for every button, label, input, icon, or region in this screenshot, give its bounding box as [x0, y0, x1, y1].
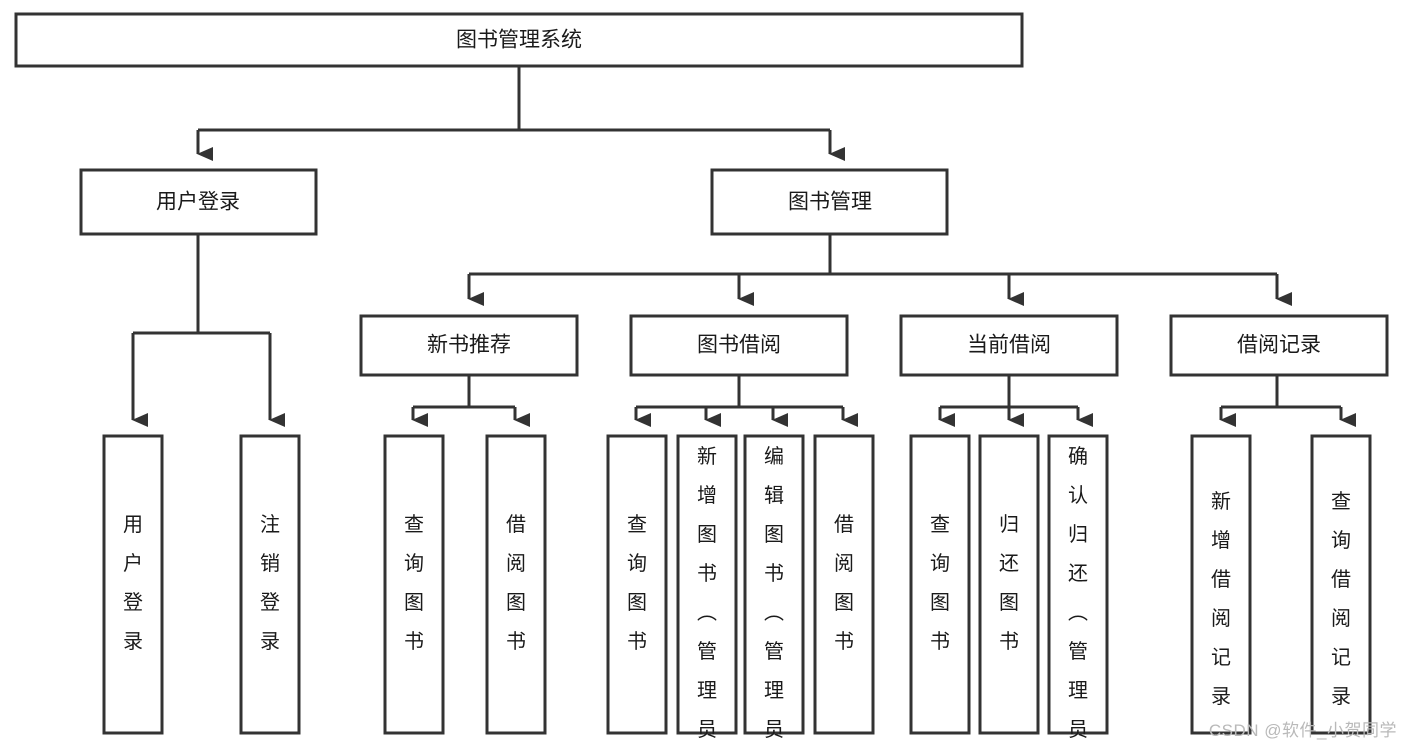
node-leaf-user-login-box[interactable] — [102, 434, 164, 735]
node-leaf-add-book-box[interactable] — [676, 434, 738, 735]
node-leaf-confirm-return-box[interactable] — [1047, 434, 1109, 735]
node-book-management-box[interactable] — [710, 168, 949, 236]
node-current-borrow-box[interactable] — [899, 314, 1119, 377]
node-leaf-edit-book[interactable]: 编辑图书︵管理员︶ — [743, 434, 805, 747]
node-leaf-add-book-label: 新增图书︵管理员︶ — [697, 445, 717, 747]
node-book-management[interactable]: 图书管理 — [710, 168, 949, 236]
node-leaf-return-book[interactable]: 归还图书 — [978, 434, 1040, 735]
node-leaf-edit-book-label: 编辑图书︵管理员︶ — [764, 445, 784, 747]
node-leaf-logout-login-box[interactable] — [239, 434, 301, 735]
node-new-book-recommend-label: 新书推荐 — [427, 334, 511, 357]
node-leaf-query-record-box[interactable] — [1310, 434, 1372, 735]
node-leaf-edit-book-box[interactable] — [743, 434, 805, 735]
node-leaf-add-record[interactable]: 新增借阅记录 — [1190, 434, 1252, 735]
node-leaf-logout-login[interactable]: 注销登录 — [239, 434, 301, 735]
node-user-login[interactable]: 用户登录 — [79, 168, 318, 236]
node-leaf-add-record-label: 新增借阅记录 — [1211, 490, 1231, 708]
node-leaf-confirm-return-label: 确认归还︵管理员︶ — [1068, 445, 1088, 747]
node-current-borrow[interactable]: 当前借阅 — [899, 314, 1119, 377]
node-leaf-query-book-2-box[interactable] — [606, 434, 668, 735]
node-book-borrow-box[interactable] — [629, 314, 849, 377]
node-leaf-query-book-2-label: 查询图书 — [627, 513, 647, 653]
node-leaf-add-record-box[interactable] — [1190, 434, 1252, 735]
node-leaf-query-book-1[interactable]: 查询图书 — [383, 434, 445, 735]
node-new-book-recommend[interactable]: 新书推荐 — [359, 314, 579, 377]
node-leaf-borrow-book-1-label: 借阅图书 — [506, 513, 526, 653]
node-new-book-recommend-box[interactable] — [359, 314, 579, 377]
node-leaf-borrow-book-2-box[interactable] — [813, 434, 875, 735]
node-root-box[interactable] — [14, 12, 1024, 68]
connector-layer — [131, 66, 1356, 427]
node-root-label: 图书管理系统 — [456, 29, 582, 52]
node-leaf-user-login-label: 用户登录 — [123, 514, 143, 653]
node-user-login-box[interactable] — [79, 168, 318, 236]
leaf-layer: 用户登录 注销登录 查询图书 借阅图书 查询图书 新增图书︵管理员︶ — [102, 434, 1372, 747]
node-user-login-label: 用户登录 — [156, 191, 240, 214]
node-leaf-borrow-book-1-box[interactable] — [485, 434, 547, 735]
node-book-borrow-label: 图书借阅 — [697, 334, 781, 357]
node-leaf-query-book-3[interactable]: 查询图书 — [909, 434, 971, 735]
node-leaf-confirm-return[interactable]: 确认归还︵管理员︶ — [1047, 434, 1109, 747]
node-leaf-return-book-label: 归还图书 — [999, 513, 1019, 653]
node-current-borrow-label: 当前借阅 — [967, 334, 1051, 357]
node-leaf-query-record[interactable]: 查询借阅记录 — [1310, 434, 1372, 735]
node-leaf-add-book[interactable]: 新增图书︵管理员︶ — [676, 434, 738, 747]
node-borrow-record-box[interactable] — [1169, 314, 1389, 377]
node-borrow-record-label: 借阅记录 — [1237, 334, 1321, 357]
node-book-management-label: 图书管理 — [788, 191, 872, 214]
node-leaf-query-book-3-box[interactable] — [909, 434, 971, 735]
node-leaf-query-book-3-label: 查询图书 — [930, 513, 950, 653]
node-book-borrow[interactable]: 图书借阅 — [629, 314, 849, 377]
node-leaf-logout-login-label: 注销登录 — [260, 513, 280, 653]
node-leaf-query-book-2[interactable]: 查询图书 — [606, 434, 668, 735]
node-leaf-borrow-book-1[interactable]: 借阅图书 — [485, 434, 547, 735]
node-leaf-borrow-book-2-label: 借阅图书 — [834, 513, 854, 653]
node-root[interactable]: 图书管理系统 — [14, 12, 1024, 68]
node-leaf-user-login[interactable]: 用户登录 — [102, 434, 164, 735]
node-leaf-borrow-book-2[interactable]: 借阅图书 — [813, 434, 875, 735]
node-leaf-return-book-box[interactable] — [978, 434, 1040, 735]
node-leaf-query-book-1-label: 查询图书 — [404, 513, 424, 653]
node-leaf-query-record-label: 查询借阅记录 — [1331, 490, 1351, 708]
node-leaf-query-book-1-box[interactable] — [383, 434, 445, 735]
node-borrow-record[interactable]: 借阅记录 — [1169, 314, 1389, 377]
